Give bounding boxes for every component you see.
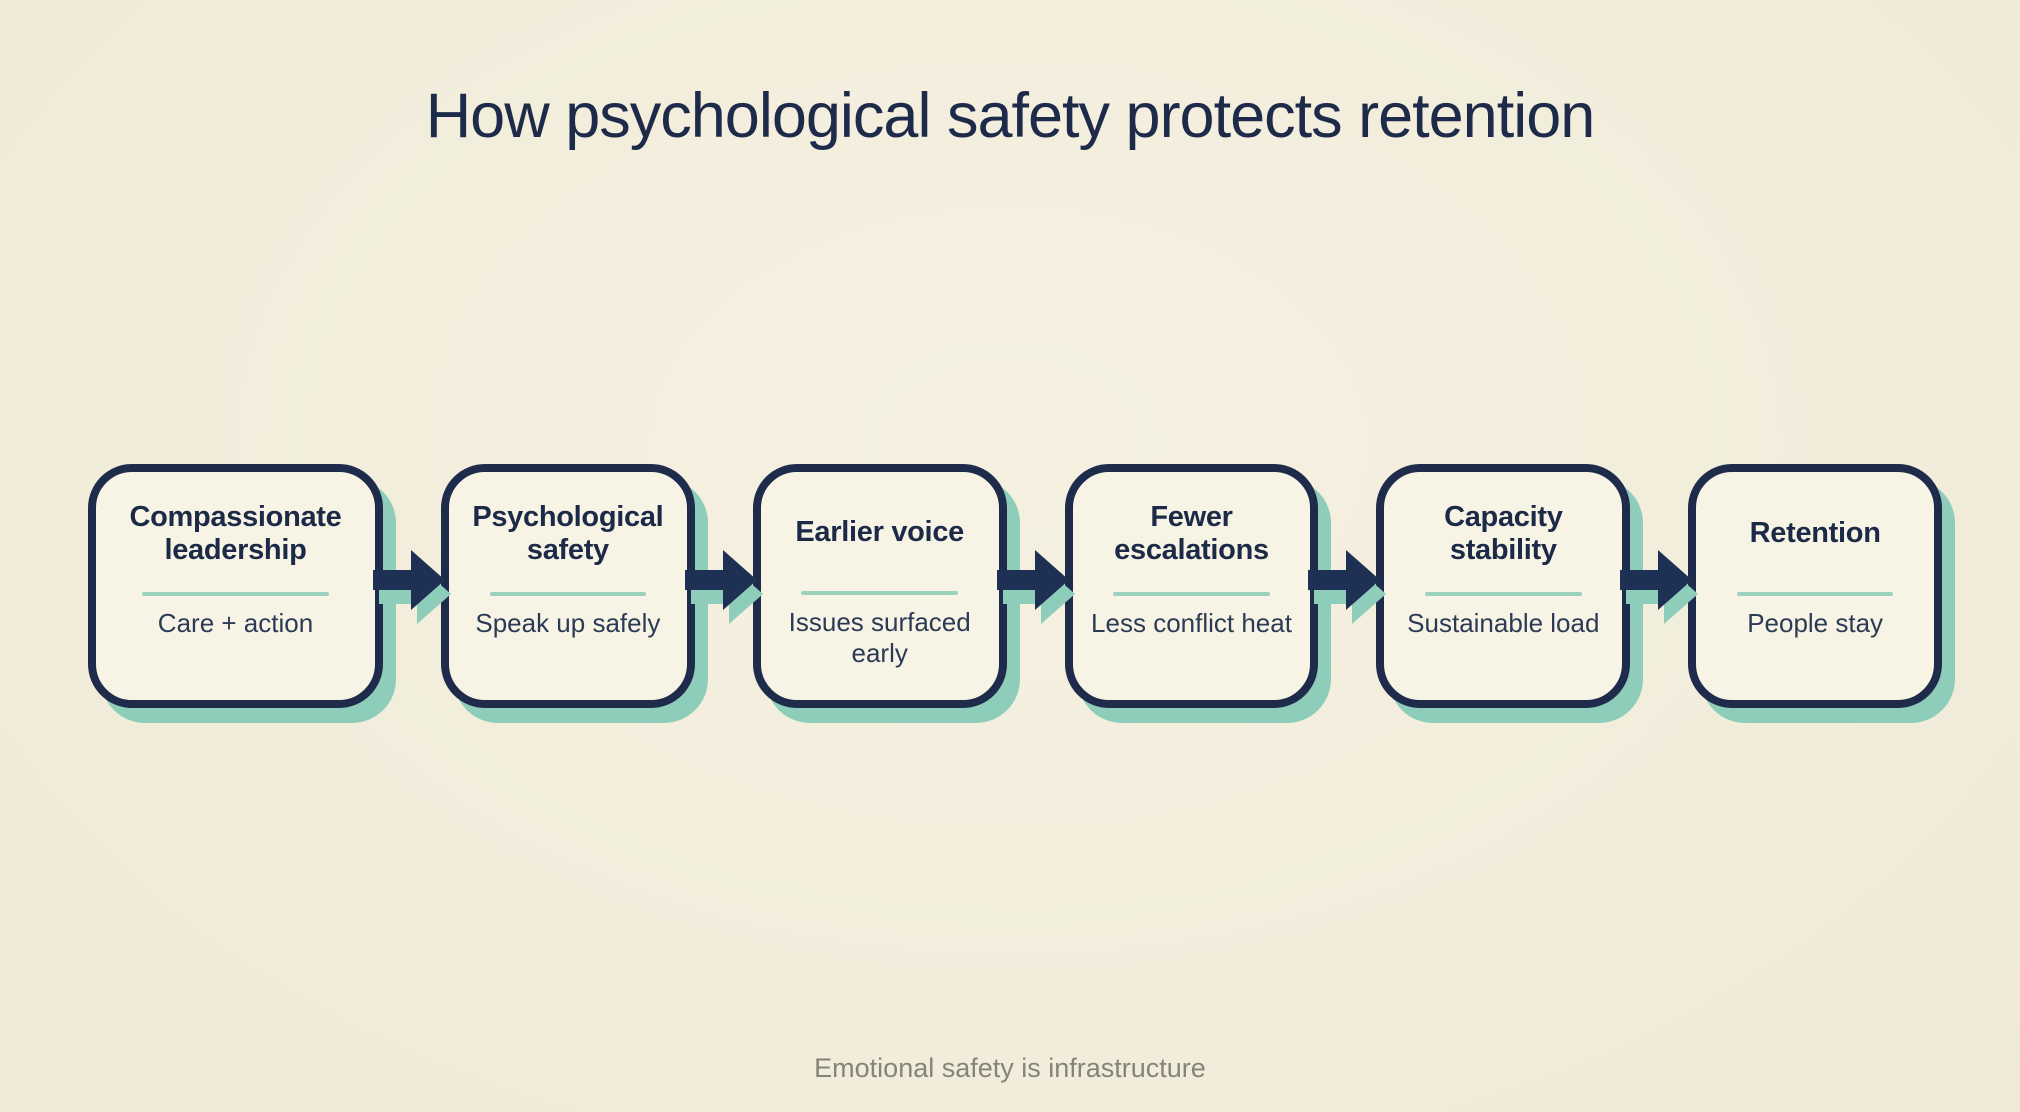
- flow-diagram: Compassionate leadership Care + action P…: [88, 464, 1943, 708]
- footer-caption: Emotional safety is infrastructure: [814, 1053, 1206, 1083]
- node-subtitle: Issues surfaced early: [788, 606, 971, 668]
- right-arrow-icon: [1308, 550, 1387, 624]
- node-divider: [1113, 592, 1270, 596]
- flow-node-fewer-escalations: Fewer escalations Less conflict heat: [1064, 464, 1319, 708]
- node-divider: [141, 592, 330, 596]
- node-title: Compassionate leadership: [129, 500, 342, 566]
- flow-node-capacity-stability: Capacity stability Sustainable load: [1376, 464, 1631, 708]
- right-arrow-icon: [996, 550, 1075, 624]
- node-subtitle: Care + action: [157, 608, 314, 638]
- right-arrow-icon: [372, 550, 451, 624]
- flow-node-earlier-voice: Earlier voice Issues surfaced early: [752, 464, 1007, 708]
- node-subtitle: Sustainable load: [1407, 608, 1600, 638]
- node-title: Psychological safety: [472, 500, 664, 566]
- node-title: Earlier voice: [795, 516, 964, 549]
- right-arrow-icon: [1620, 550, 1699, 624]
- flow-node-retention: Retention People stay: [1688, 464, 1943, 708]
- right-arrow-icon: [684, 550, 763, 624]
- node-subtitle: Less conflict heat: [1091, 608, 1292, 638]
- flow-node-compassionate-leadership: Compassionate leadership Care + action: [88, 464, 383, 708]
- node-subtitle: Speak up safely: [475, 608, 661, 638]
- page-title: How psychological safety protects retent…: [425, 81, 1596, 151]
- node-divider: [489, 592, 647, 596]
- node-divider: [801, 590, 958, 595]
- node-title: Capacity stability: [1444, 500, 1563, 566]
- node-divider: [1736, 592, 1894, 596]
- node-title: Fewer escalations: [1114, 500, 1269, 566]
- node-title: Retention: [1749, 517, 1881, 550]
- node-subtitle: People stay: [1747, 608, 1884, 638]
- node-divider: [1425, 592, 1582, 596]
- flow-node-psychological-safety: Psychological safety Speak up safely: [440, 464, 695, 708]
